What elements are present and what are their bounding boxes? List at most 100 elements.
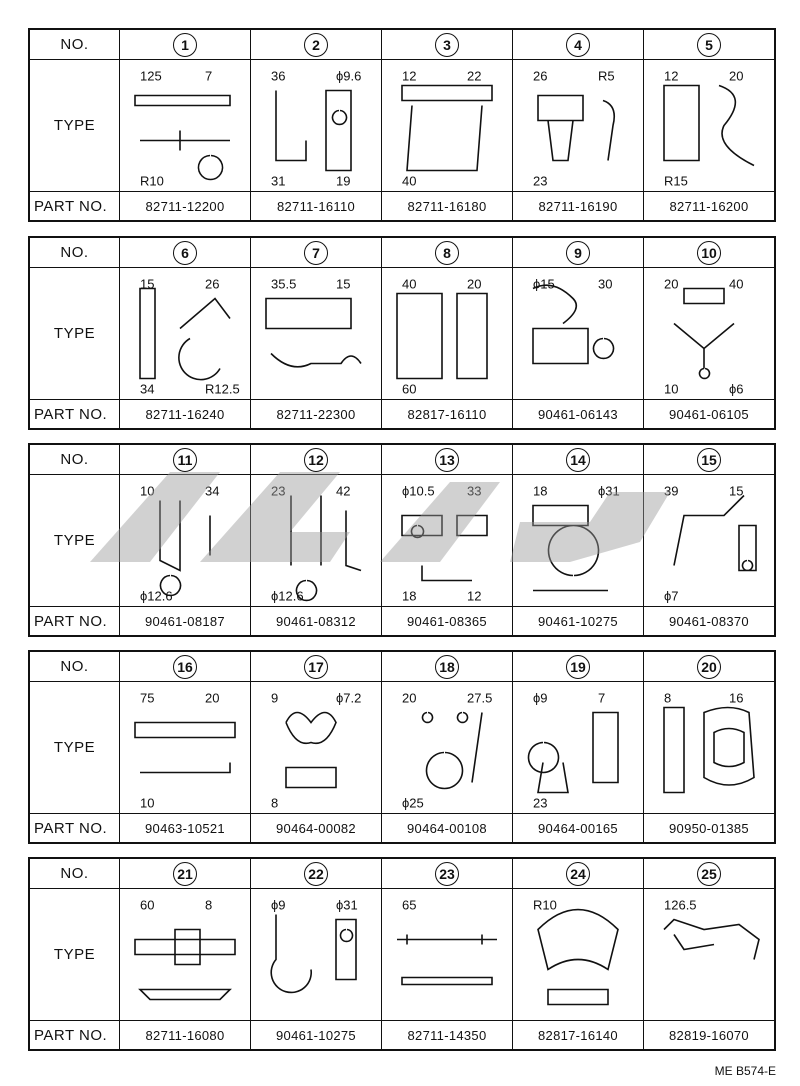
part-outline-path (159, 500, 211, 597)
dimension-label: 12 (402, 69, 416, 84)
dimension-label: 10 (140, 484, 154, 499)
number-cell: 4 (513, 30, 644, 59)
number-cell: 10 (644, 238, 774, 267)
dimension-label: R10 (533, 898, 557, 913)
part-number: 90461-08365 (407, 613, 487, 629)
clamp-outline (134, 721, 236, 774)
item-number-circle: 13 (435, 447, 459, 472)
number-cell: 22 (251, 859, 382, 888)
part-number-cell: 90464-00108 (382, 814, 513, 842)
part-outline-path (396, 292, 488, 380)
dimension-label: 65 (402, 898, 416, 913)
part-number-cell: 82711-16180 (382, 192, 513, 220)
dimension-label: ϕ6 (729, 382, 744, 397)
part-number: 90464-00165 (538, 820, 618, 836)
part-number-cell: 82711-16190 (513, 192, 644, 220)
part-number: 82711-22300 (276, 406, 356, 422)
clamp-outline (401, 84, 493, 172)
type-cell: 65 (382, 889, 513, 1020)
part-number-cell: 82711-14350 (382, 1021, 513, 1049)
part-outline-path (532, 284, 615, 365)
part-outline-path (537, 94, 616, 162)
part-number-cell: 82711-16200 (644, 192, 774, 220)
dimension-label: 23 (533, 174, 547, 189)
item-number-circle: 15 (697, 447, 721, 472)
part-number: 82711-14350 (407, 1027, 487, 1043)
number-cell: 19 (513, 652, 644, 681)
dimension-label: 8 (664, 691, 671, 706)
item-number-circle: 10 (697, 240, 721, 265)
number-cell: 24 (513, 859, 644, 888)
item-number-circle: 14 (566, 447, 590, 472)
item-number-circle: 22 (304, 861, 328, 886)
part-number-cell: 82711-12200 (120, 192, 251, 220)
dimension-label: ϕ7.2 (336, 691, 361, 706)
number-header: NO. (30, 238, 120, 267)
clamp-outline (663, 84, 755, 167)
clamp-outline (532, 504, 608, 592)
item-number-circle: 6 (173, 240, 197, 265)
dimension-label: 26 (205, 277, 219, 292)
item-number-circle: 3 (435, 32, 459, 57)
dimension-label: 20 (664, 277, 678, 292)
part-outline-path (663, 706, 755, 794)
clamp-outline (134, 94, 231, 181)
item-number-circle: 12 (304, 447, 328, 472)
type-header: TYPE (30, 889, 120, 1020)
dimension-label: 42 (336, 484, 350, 499)
part-number-cell: 90464-00165 (513, 814, 644, 842)
dimension-label: 8 (271, 796, 278, 811)
dimension-label: 23 (533, 796, 547, 811)
item-number-circle: 21 (173, 861, 197, 886)
dimension-label: ϕ12.6 (140, 589, 173, 604)
part-number-header: PART NO. (30, 1021, 120, 1049)
clamp-outline (285, 711, 337, 789)
dimension-label: 31 (271, 174, 285, 189)
clamp-outline (663, 918, 760, 960)
item-number-circle: 7 (304, 240, 328, 265)
item-number-circle: 17 (304, 654, 328, 679)
part-number: 82817-16140 (538, 1027, 618, 1043)
dimension-label: 60 (140, 898, 154, 913)
type-header: TYPE (30, 682, 120, 813)
dimension-label: 10 (140, 796, 154, 811)
clamp-outline (527, 711, 619, 794)
dimension-label: 75 (140, 691, 154, 706)
number-header: NO. (30, 30, 120, 59)
part-number: 82711-16240 (145, 406, 225, 422)
type-header: TYPE (30, 268, 120, 399)
part-outline-path (537, 908, 619, 1006)
clamp-outline (532, 284, 615, 365)
clamp-outline (401, 514, 488, 582)
part-number: 90463-10521 (145, 820, 225, 836)
part-number-cell: 90464-00082 (251, 814, 382, 842)
part-number-cell: 90461-08187 (120, 607, 251, 635)
dimension-label: 15 (336, 277, 350, 292)
item-number-circle: 20 (697, 654, 721, 679)
part-number-cell: 90463-10521 (120, 814, 251, 842)
